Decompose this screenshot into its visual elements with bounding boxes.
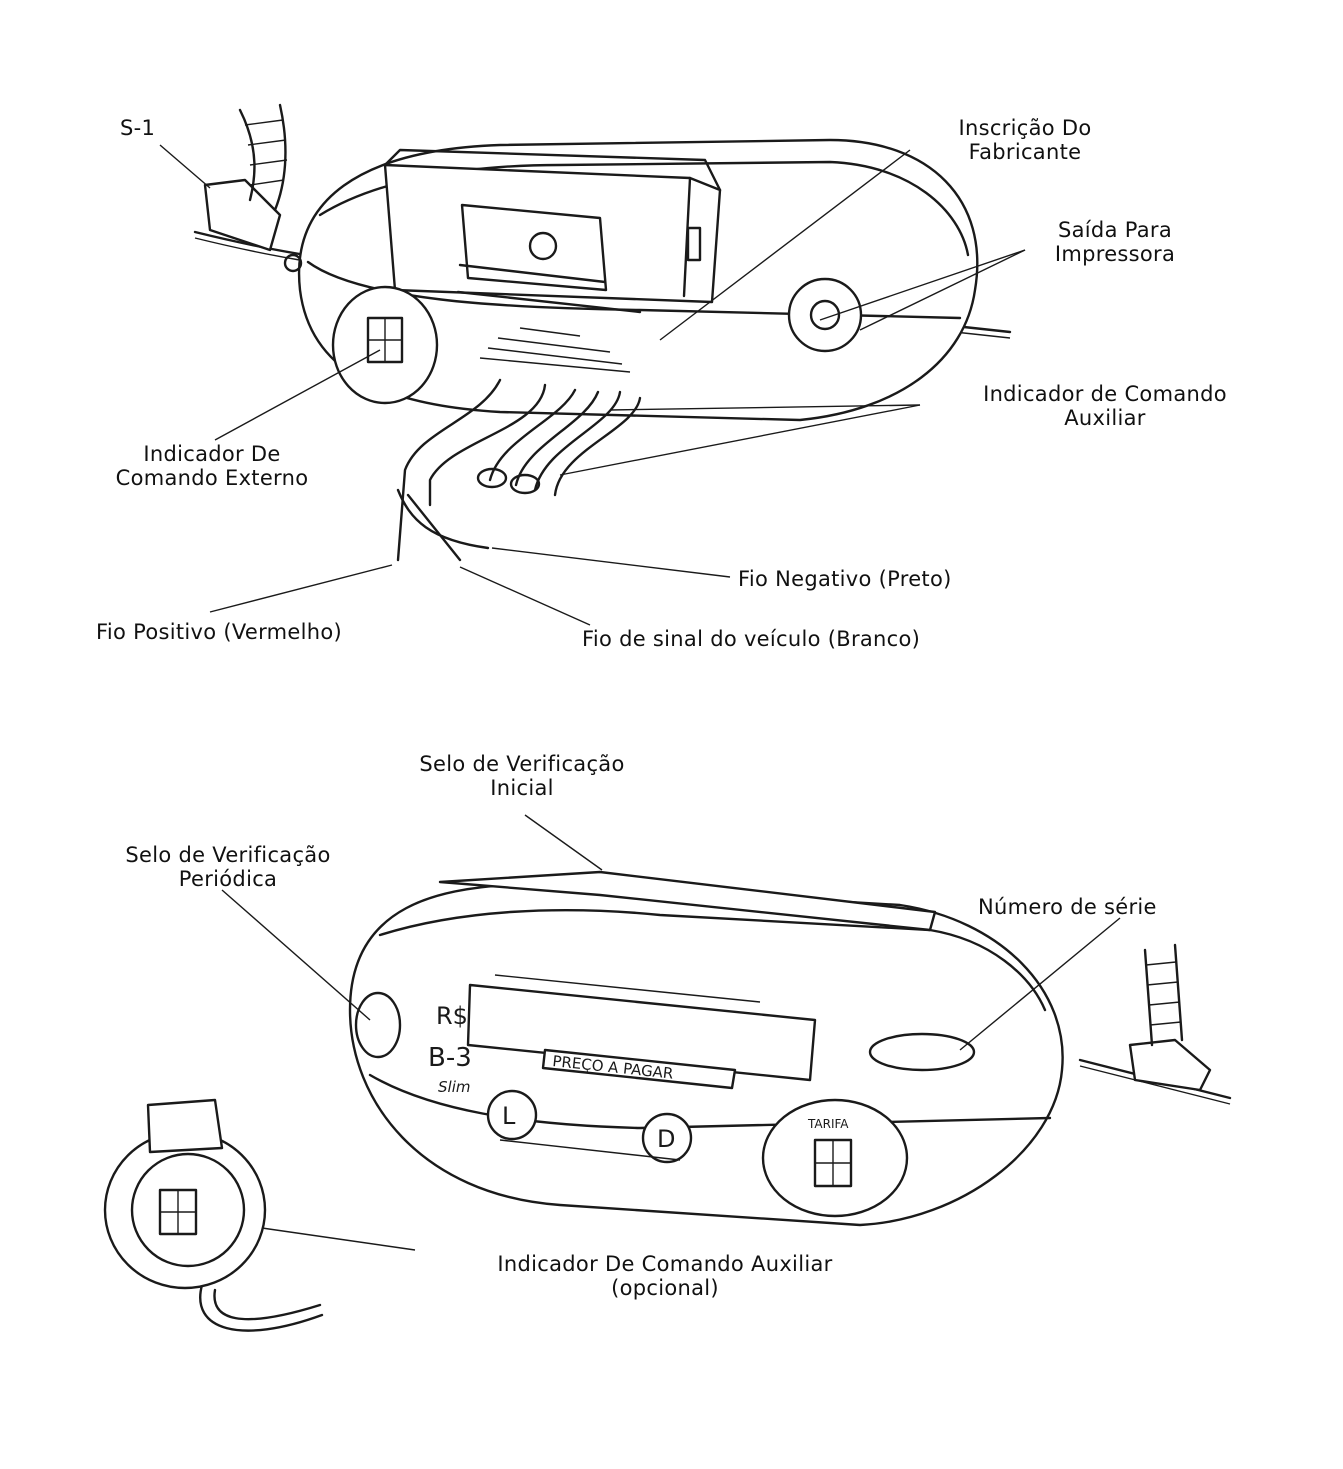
label-line-2: Fabricante — [968, 140, 1082, 164]
label-serial-number: Número de série — [978, 895, 1157, 919]
button-l-label: L — [502, 1102, 516, 1130]
top-device-rear-view — [193, 103, 1012, 562]
currency-symbol: R$ — [436, 1002, 468, 1030]
button-d-label: D — [657, 1125, 675, 1153]
label-wire-negative: Fio Negativo (Preto) — [738, 567, 952, 591]
label-s1: S-1 — [120, 116, 155, 140]
label-line-2: Inicial — [490, 776, 554, 800]
label-line-1: Indicador De — [143, 442, 281, 466]
label-line-1: Indicador de Comando — [983, 382, 1227, 406]
label-initial-verification-seal: Selo de Verificação Inicial — [362, 752, 682, 800]
label-line-1: Selo de Verificação — [419, 752, 625, 776]
label-wire-signal: Fio de sinal do veículo (Branco) — [582, 627, 920, 651]
bottom-device-front-view — [348, 870, 1232, 1227]
label-aux-command-optional: Indicador De Comando Auxiliar (opcional) — [410, 1252, 920, 1300]
label-line-1: Inscrição Do — [958, 116, 1092, 140]
label-line-2: Auxiliar — [1064, 406, 1146, 430]
model-name: B-3 — [428, 1043, 472, 1073]
tarifa-label: TARIFA — [807, 1117, 849, 1131]
label-printer-output: Saída Para Impressora — [1015, 218, 1215, 266]
label-serial-number-text: Número de série — [978, 895, 1157, 919]
label-line-1: Saída Para — [1058, 218, 1172, 242]
label-periodic-verification-seal: Selo de Verificação Periódica — [68, 843, 388, 891]
aux-indicator-accessory — [103, 1098, 324, 1332]
label-s1-text: S-1 — [120, 116, 156, 140]
label-line-2: (opcional) — [611, 1276, 719, 1300]
label-aux-command-indicator: Indicador de Comando Auxiliar — [920, 382, 1290, 430]
label-manufacturer-inscription: Inscrição Do Fabricante — [915, 116, 1135, 164]
label-wire-negative-text: Fio Negativo (Preto) — [738, 567, 952, 591]
label-line-2: Comando Externo — [115, 466, 309, 490]
device-text: R$ B-3 Slim PREÇO A PAGAR L D TARIFA — [428, 1002, 849, 1153]
label-wire-positive: Fio Positivo (Vermelho) — [96, 620, 342, 644]
label-line-2: Impressora — [1054, 242, 1176, 266]
label-line-1: Selo de Verificação — [125, 843, 331, 867]
model-sub: Slim — [438, 1078, 470, 1096]
label-line-1: Indicador De Comando Auxiliar — [497, 1252, 833, 1276]
label-line-2: Periódica — [178, 867, 278, 891]
label-external-command-indicator: Indicador De Comando Externo — [62, 442, 362, 490]
leader-lines — [159, 144, 1121, 1251]
label-wire-signal-text: Fio de sinal do veículo (Branco) — [582, 627, 921, 651]
label-wire-positive-text: Fio Positivo (Vermelho) — [96, 620, 343, 644]
